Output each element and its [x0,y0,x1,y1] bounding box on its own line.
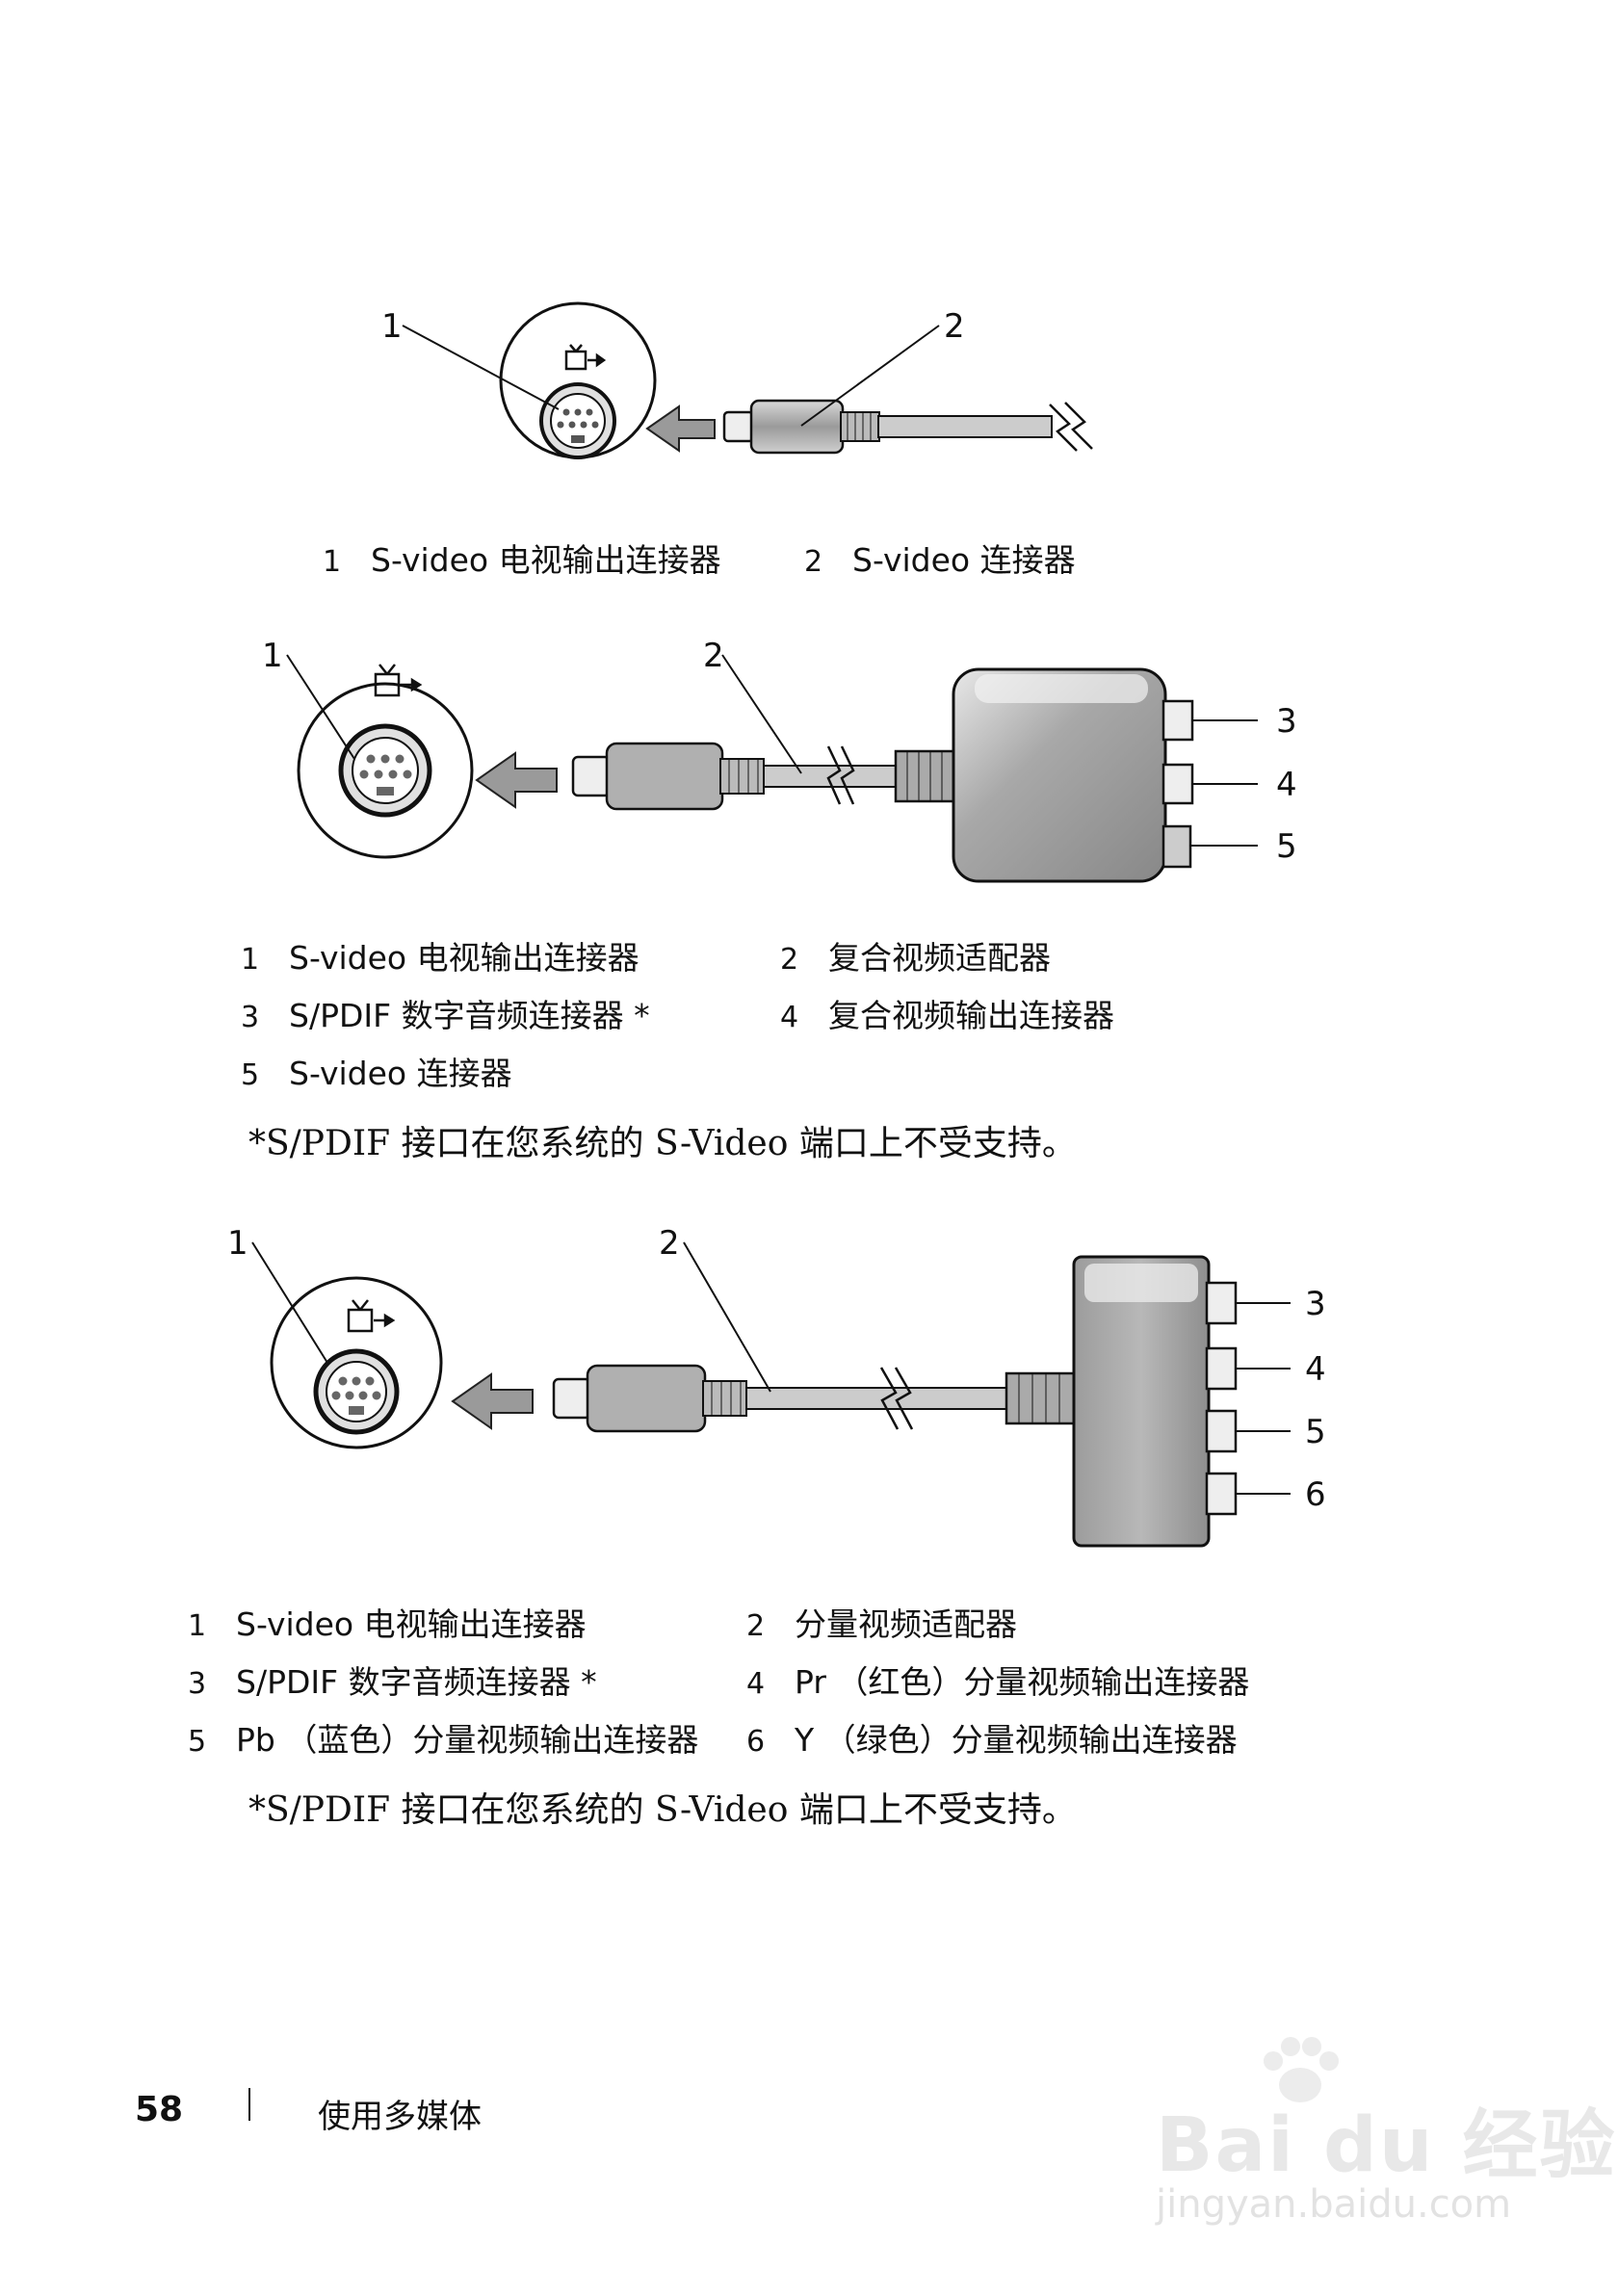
legend-label: 分量视频适配器 [795,1605,1017,1643]
callout-5: 5 [1276,827,1297,866]
svideo-cable [571,742,955,811]
legend-number: 4 [780,1001,799,1034]
callout-2: 2 [944,307,965,346]
legend-item: 6 Y （绿色）分量视频输出连接器 [746,1714,1238,1761]
tv-out-icon [347,1299,396,1333]
svideo-cable [552,1364,1076,1433]
legend-label: S/PDIF 数字音频连接器 * [289,997,650,1034]
page-number: 58 [135,2090,184,2129]
legend-label: S/PDIF 数字音频连接器 * [236,1663,597,1701]
legend-label: S-video 连接器 [289,1055,512,1092]
legend-number: 1 [241,943,260,977]
legend-number: 3 [241,1001,260,1034]
component-adapter-box [1072,1255,1238,1548]
svideo-cable [722,399,1093,455]
callout-6: 6 [1305,1475,1326,1514]
legend-label: Y （绿色）分量视频输出连接器 [795,1721,1238,1759]
footer-divider [248,2088,250,2121]
legend-item: 3 S/PDIF 数字音频连接器 * [188,1657,597,1703]
legend-label: 复合视频适配器 [828,939,1051,977]
tv-out-icon [564,344,607,371]
legend-item: 3 S/PDIF 数字音频连接器 * [241,990,650,1036]
callout-4: 4 [1276,766,1297,804]
callout-1: 1 [227,1224,248,1263]
legend-number: 2 [804,545,823,579]
legend-item: 1 S-video 电视输出连接器 [188,1599,587,1645]
watermark-brand: Bai du 经验 [1156,2102,1617,2189]
legend-label: S-video 电视输出连接器 [289,939,639,977]
figure-3-component-adapter: 1 2 3 4 5 6 [227,1224,1326,1548]
composite-adapter-box [952,667,1194,883]
legend-item: 2 分量视频适配器 [746,1599,1017,1645]
legend-label: S-video 连接器 [852,541,1076,579]
legend-number: 4 [746,1667,766,1701]
callout-1: 1 [262,637,283,675]
figure-1-svideo-cable: 1 2 [381,301,1093,459]
callout-3: 3 [1305,1285,1326,1323]
footnote: *S/PDIF 接口在您系统的 S-Video 端口上不受支持。 [248,1124,1077,1163]
legend-item: 4 复合视频输出连接器 [780,990,1114,1036]
footnote: *S/PDIF 接口在您系统的 S-Video 端口上不受支持。 [248,1790,1077,1830]
section-title: 使用多媒体 [318,2098,482,2136]
legend-label: Pb （蓝色）分量视频输出连接器 [236,1721,699,1759]
figure-2-composite-adapter: 1 2 3 4 5 [262,637,1297,883]
svideo-port-icon [270,1276,443,1449]
left-arrow-icon [475,751,558,809]
legend-item: 2 复合视频适配器 [780,932,1051,978]
svideo-port-icon [297,682,474,859]
paw-icon [1264,2037,1339,2102]
callout-2: 2 [659,1224,680,1263]
svideo-port-icon [499,301,657,459]
legend-item: 1 S-video 电视输出连接器 [241,932,639,978]
legend-label: S-video 电视输出连接器 [236,1605,587,1643]
legend-label: S-video 电视输出连接器 [371,541,721,579]
legend-item: 4 Pr （红色）分量视频输出连接器 [746,1657,1249,1703]
tv-out-icon [374,664,423,697]
legend-number: 6 [746,1725,766,1759]
legend-number: 2 [780,943,799,977]
callout-4: 4 [1305,1350,1326,1389]
legend-number: 5 [188,1725,207,1759]
legend-number: 1 [323,545,342,579]
callout-5: 5 [1305,1413,1326,1451]
legend-item: 2 S-video 连接器 [804,535,1076,581]
left-arrow-icon [451,1372,534,1430]
legend-number: 2 [746,1609,766,1643]
left-arrow-icon [645,404,716,453]
legend-item: 5 Pb （蓝色）分量视频输出连接器 [188,1714,698,1761]
legend-label: 复合视频输出连接器 [828,997,1114,1034]
legend-label: Pr （红色）分量视频输出连接器 [795,1663,1250,1701]
callout-2: 2 [703,637,724,675]
watermark-url: jingyan.baidu.com [1156,2182,1512,2227]
legend-item: 5 S-video 连接器 [241,1048,512,1094]
legend-number: 5 [241,1058,260,1092]
legend-number: 3 [188,1667,207,1701]
legend-number: 1 [188,1609,207,1643]
legend-item: 1 S-video 电视输出连接器 [323,535,721,581]
callout-3: 3 [1276,702,1297,741]
callout-1: 1 [381,307,403,346]
